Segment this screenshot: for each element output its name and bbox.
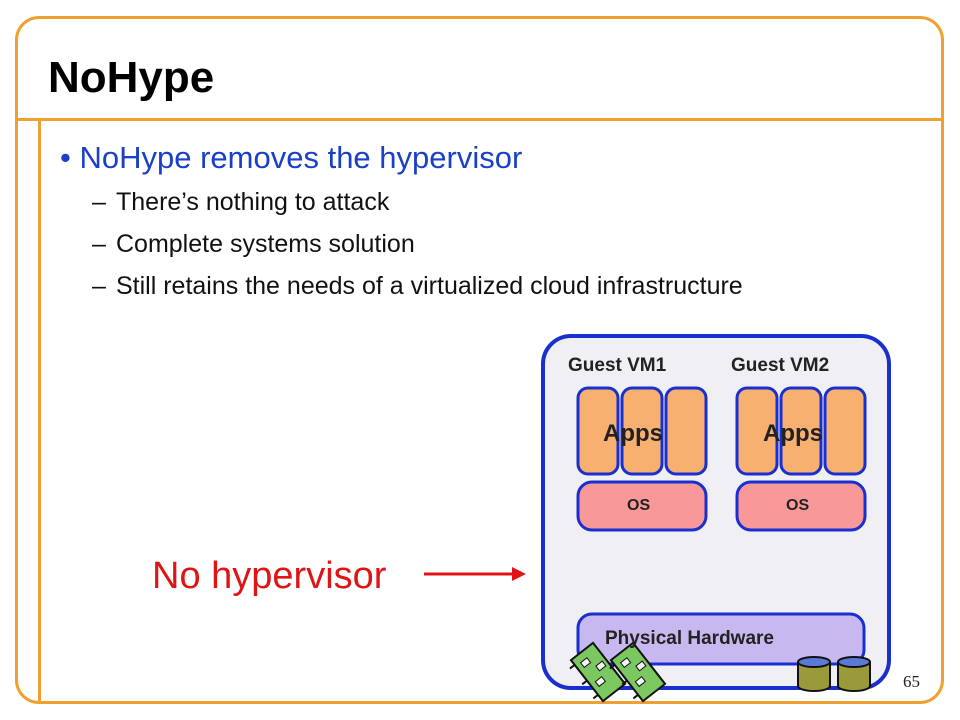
vm1-apps-block (576, 386, 708, 476)
vm2-label: Guest VM2 (731, 355, 830, 376)
dash-marker: – (92, 230, 106, 258)
vm2-os-block (735, 480, 867, 532)
bullet-dot: • (60, 140, 71, 175)
sub-bullet-2: –Complete systems solution (92, 228, 415, 260)
main-bullet: • NoHype removes the hypervisor (60, 138, 522, 178)
vm1-os-block (576, 480, 708, 532)
slide-title: NoHype (48, 53, 215, 102)
dash-marker: – (92, 188, 106, 216)
vm1-apps-label: Apps (603, 420, 663, 447)
sub-bullet-1: –There’s nothing to attack (92, 186, 389, 218)
no-hypervisor-annotation: No hypervisor (152, 555, 387, 597)
hardware-block (576, 612, 866, 666)
left-divider (38, 118, 41, 704)
title-divider (15, 118, 944, 121)
slide-frame (15, 16, 944, 704)
sub-bullet-text: Complete systems solution (116, 230, 415, 258)
circuit-board-icon (569, 641, 627, 703)
circuit-board-icon (609, 641, 667, 703)
arrow-icon (424, 567, 526, 581)
vm2-apps-label: Apps (763, 420, 823, 447)
sub-bullet-3: –Still retains the needs of a virtualize… (92, 270, 743, 302)
vm2-apps-block (735, 386, 867, 476)
hardware-label: Physical Hardware (605, 628, 774, 649)
sub-bullet-text: Still retains the needs of a virtualized… (116, 272, 743, 300)
disk-icon (797, 656, 831, 692)
vm1-os-label: OS (627, 497, 651, 514)
dash-marker: – (92, 272, 106, 300)
page-number: 65 (903, 672, 920, 691)
vm1-label: Guest VM1 (568, 355, 667, 376)
vm2-os-label: OS (786, 497, 810, 514)
disk-icon (837, 656, 871, 692)
main-bullet-text: NoHype removes the hypervisor (79, 140, 523, 175)
sub-bullet-text: There’s nothing to attack (116, 188, 390, 216)
